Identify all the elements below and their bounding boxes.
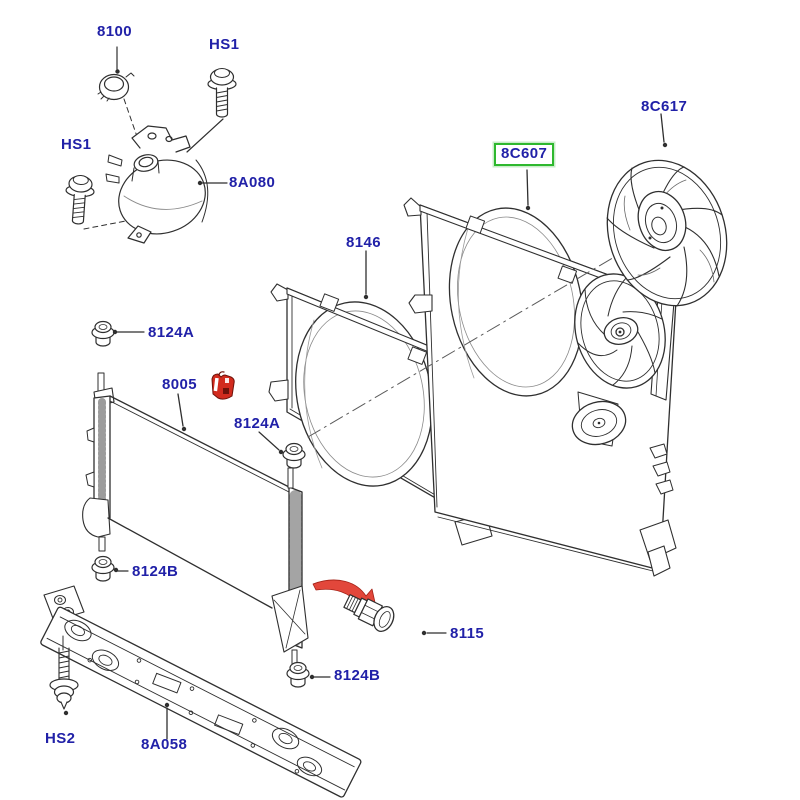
part-label-8c607[interactable]: 8C607 — [501, 145, 548, 162]
part-label-8124a-1[interactable]: 8124A — [148, 324, 195, 341]
fan-shroud-8146-drawing — [268, 250, 493, 546]
part-label-8c617[interactable]: 8C617 — [641, 98, 688, 115]
part-label-8100[interactable]: 8100 — [97, 23, 132, 40]
cooling-fan-blade-8C617-drawing — [606, 113, 728, 307]
part-label-8124a-2[interactable]: 8124A — [234, 415, 281, 432]
fastener-note-icon — [211, 371, 235, 400]
part-label-hs1-top[interactable]: HS1 — [209, 36, 240, 53]
part-label-8a058[interactable]: 8A058 — [141, 736, 188, 753]
part-label-8c607-highlight-box[interactable]: 8C607 — [494, 143, 555, 166]
expansion-tank-drawing — [63, 46, 237, 244]
sensor-8115-drawing — [343, 594, 447, 636]
part-label-hs2[interactable]: HS2 — [45, 730, 76, 747]
part-label-hs1-left[interactable]: HS1 — [61, 136, 92, 153]
part-label-8115[interactable]: 8115 — [450, 625, 485, 642]
crossmember-8A058-drawing — [40, 585, 362, 798]
part-label-8146[interactable]: 8146 — [346, 234, 381, 251]
part-label-8005[interactable]: 8005 — [162, 376, 197, 393]
part-label-8124b-2[interactable]: 8124B — [334, 667, 381, 684]
part-label-8124b-1[interactable]: 8124B — [132, 563, 179, 580]
part-label-8a080[interactable]: 8A080 — [229, 174, 276, 191]
rivet-fasteners-drawing — [91, 320, 331, 688]
assembly-axis-centerline — [307, 228, 663, 438]
fan-shroud-motor-8C607-drawing — [403, 169, 677, 577]
radiator-8005-drawing — [82, 372, 309, 665]
